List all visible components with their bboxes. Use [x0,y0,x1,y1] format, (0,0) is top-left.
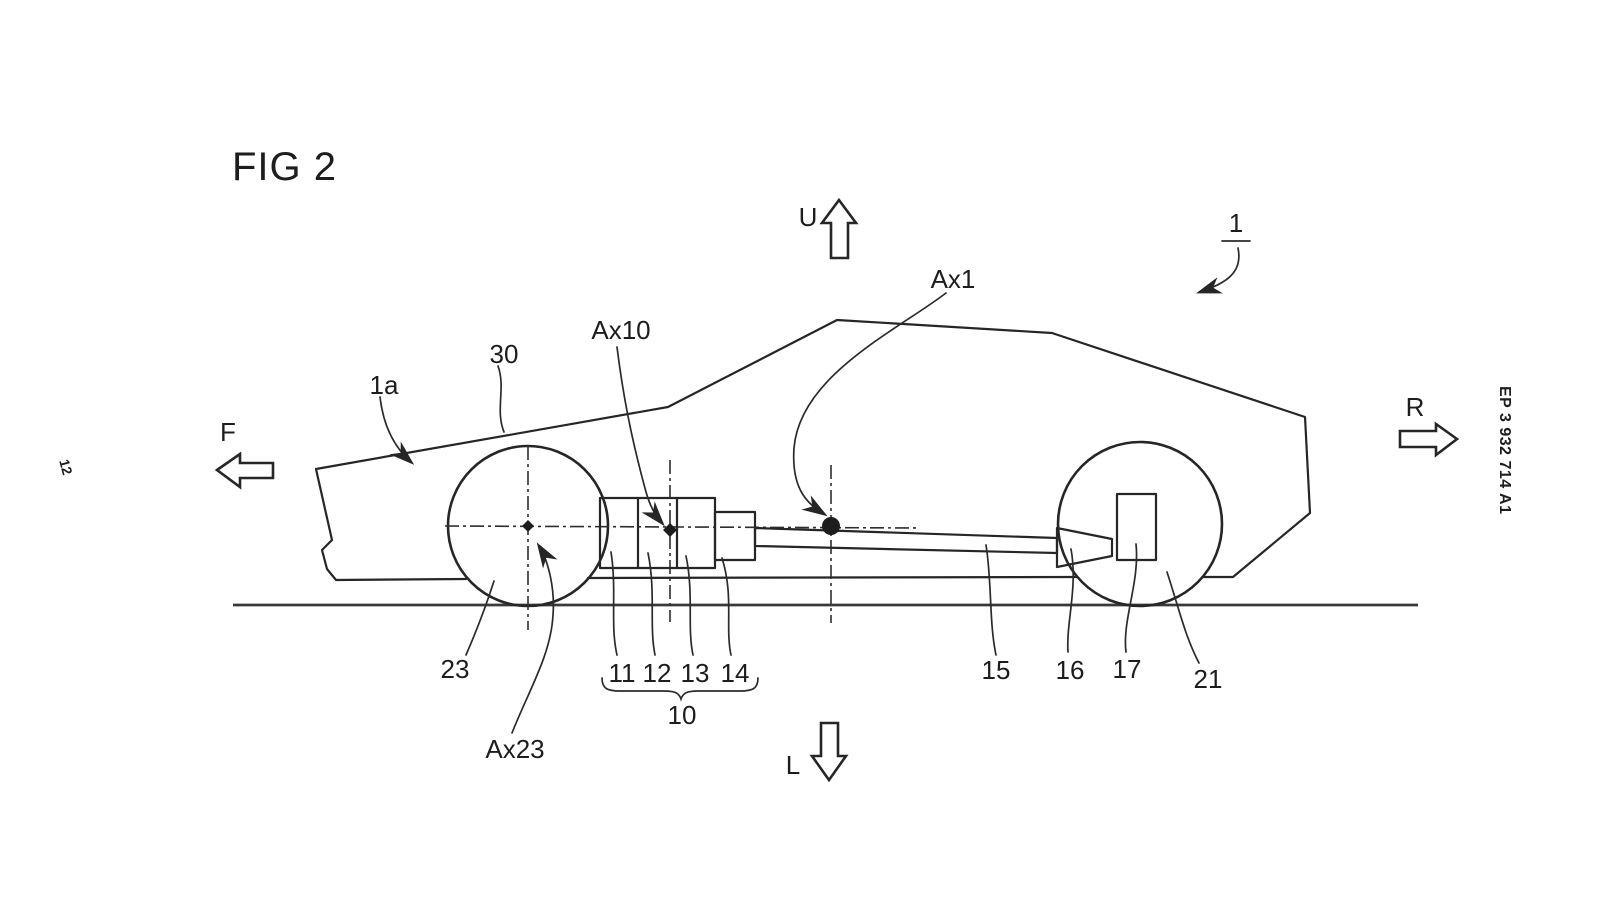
leader-ax23 [511,542,558,734]
label-ax23: Ax23 [485,734,544,764]
label-ax1: Ax1 [931,264,976,294]
propeller-shaft [753,526,1059,555]
leader-1 [1195,247,1240,294]
label-16: 16 [1056,655,1085,685]
leader-ax1 [792,292,947,517]
front-wheel-center-point [522,520,534,532]
front-direction-arrow-icon [214,451,275,490]
leader-21 [1166,571,1200,664]
leader-1a [379,396,415,465]
figure-title: FIG 2 [232,145,337,189]
label-11: 11 [609,658,636,688]
label-21: 21 [1194,664,1223,694]
label-rear-direction: R [1406,392,1425,422]
label-17: 17 [1113,654,1142,684]
leader-11 [610,551,618,656]
label-12: 12 [643,658,672,688]
label-10: 10 [668,700,697,730]
label-up-direction: U [799,202,818,232]
label-front-direction: F [220,417,236,447]
car-body-outline [314,318,1312,582]
rear-direction-arrow-icon [1398,421,1460,458]
group-10-brace [601,677,759,702]
up-direction-arrow-icon [819,197,859,260]
leader-30 [497,365,505,433]
ax10-axis-point [663,523,677,537]
rear-wheel [1056,440,1224,608]
drive-unit-dividers [636,496,679,570]
leader-23 [465,580,495,656]
leader-16 [1066,548,1075,653]
leader-15 [985,544,997,656]
label-23: 23 [441,654,470,684]
differential-housing [1055,526,1114,569]
label-13: 13 [681,658,710,688]
leader-ax10 [616,346,665,527]
drive-unit-housing [598,496,717,570]
leader-13 [685,555,694,656]
ax1-axis-point [822,517,840,535]
patent-publication-number: EP 3 932 714 A1 [1496,386,1513,514]
label-30: 30 [490,339,519,369]
label-ax10: Ax10 [591,315,650,345]
drive-unit-output-box [713,510,757,562]
label-14: 14 [721,658,750,688]
leader-14 [721,557,732,656]
label-1: 1 [1229,208,1243,238]
horizontal-axis-centerline [444,525,921,529]
label-15: 15 [982,655,1011,685]
down-direction-arrow-icon [809,721,849,783]
sheet-number: 12 [56,457,76,476]
leader-17 [1124,543,1138,653]
leader-12 [647,552,656,656]
label-lower-direction: L [786,750,800,780]
label-1a: 1a [370,370,399,400]
